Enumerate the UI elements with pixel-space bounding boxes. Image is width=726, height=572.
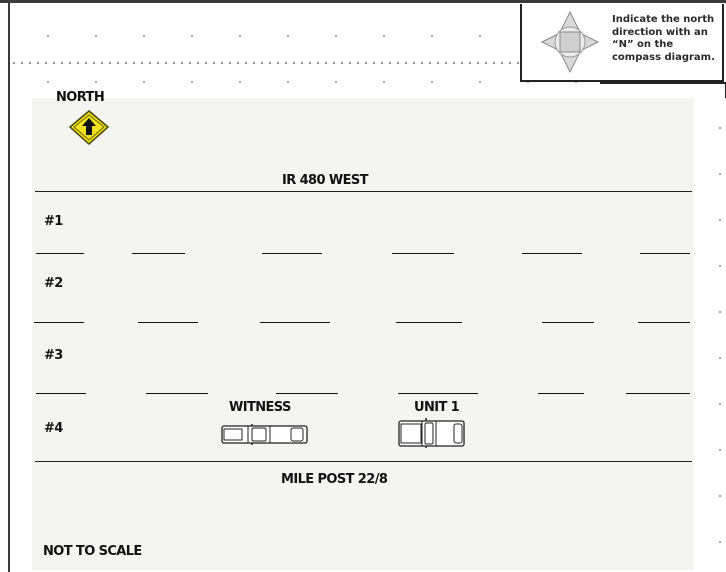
lane-dash (392, 253, 454, 254)
lane-dash (538, 393, 584, 394)
north-arrow-sign-icon (68, 110, 110, 146)
witness-vehicle-icon (221, 423, 309, 445)
lane-dash (396, 322, 462, 323)
witness-label: WITNESS (229, 400, 291, 415)
compass-instruction-text: Indicate the north direction with an “N”… (612, 14, 722, 64)
lane-label-3: #3 (44, 348, 63, 363)
compass-instruction-box: Indicate the north direction with an “N”… (520, 4, 724, 82)
compass-box-corner (600, 82, 726, 98)
unit-1-vehicle-icon (398, 418, 466, 448)
road-edge-bottom (35, 461, 692, 462)
lane-dash (626, 393, 690, 394)
lane-dash (638, 322, 690, 323)
lane-label-1: #1 (44, 214, 63, 229)
lane-label-4: #4 (44, 421, 63, 436)
lane-dash (640, 253, 690, 254)
not-to-scale-note: NOT TO SCALE (43, 544, 142, 559)
lane-dash (34, 322, 84, 323)
lane-dash (260, 322, 330, 323)
lane-dash (36, 393, 86, 394)
lane-dash (542, 322, 594, 323)
lane-dash (138, 322, 198, 323)
unit-1-label: UNIT 1 (414, 400, 459, 415)
compass-rose-icon[interactable] (540, 10, 600, 74)
dotted-guide-line (10, 62, 520, 64)
lane-dash (522, 253, 582, 254)
lane-dash (36, 253, 84, 254)
lane-dash (398, 393, 478, 394)
lane-label-2: #2 (44, 276, 63, 291)
lane-dash (146, 393, 208, 394)
lane-dash (276, 393, 338, 394)
mile-post-label: MILE POST 22/8 (281, 472, 387, 487)
road-edge-top (35, 191, 692, 192)
north-label: NORTH (56, 90, 104, 105)
diagram-panel (32, 98, 694, 570)
road-name: IR 480 WEST (282, 173, 368, 188)
lane-dash (262, 253, 322, 254)
lane-dash (132, 253, 185, 254)
